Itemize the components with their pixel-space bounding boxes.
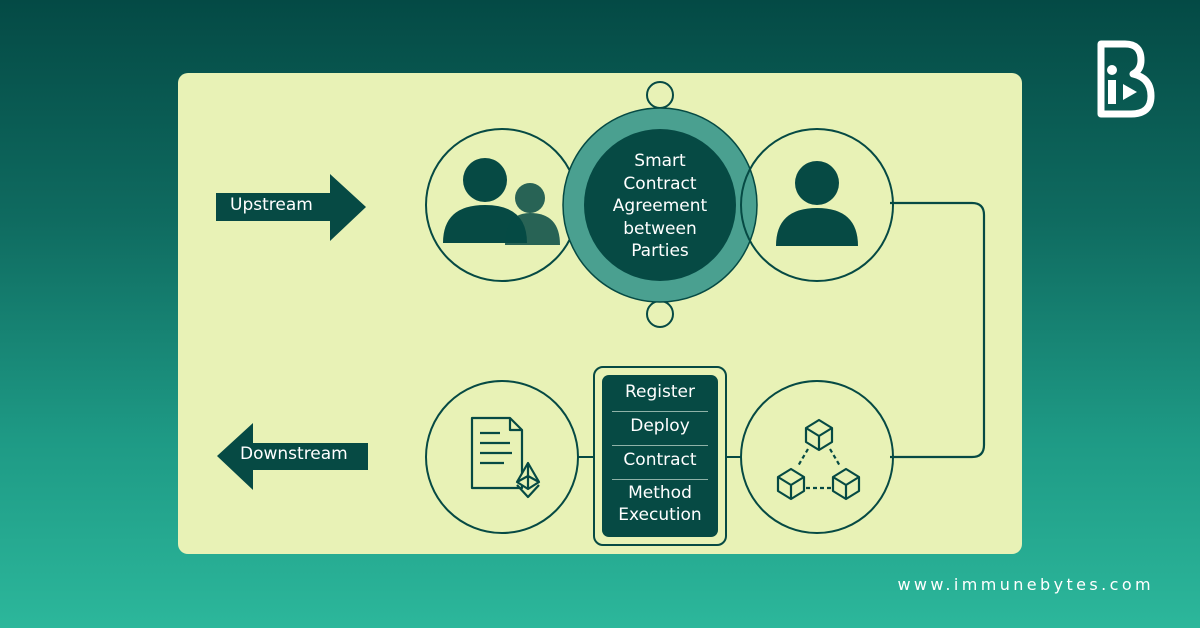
steps-box-border <box>593 366 727 546</box>
contract-line: Contract <box>623 173 697 194</box>
steps-box: Register Deploy Contract Method Executio… <box>602 375 718 537</box>
immunebytes-logo <box>1097 40 1155 118</box>
step-execution: Execution <box>618 505 702 525</box>
downstream-label: Downstream <box>240 444 348 464</box>
step-method: Method <box>628 483 692 503</box>
bottom-small-circle <box>646 300 674 328</box>
ethereum-document-icon <box>470 416 541 499</box>
contract-agreement-text: Smart Contract Agreement between Parties <box>590 150 730 263</box>
blockchain-circle <box>740 380 894 534</box>
website-url: www.immunebytes.com <box>897 575 1154 594</box>
contract-line: Parties <box>631 241 689 261</box>
step-divider <box>612 445 708 446</box>
top-small-circle <box>646 81 674 109</box>
step-divider <box>612 411 708 412</box>
upstream-arrow <box>216 174 366 241</box>
step-divider <box>612 479 708 480</box>
step-register: Register <box>625 382 695 402</box>
user-circle <box>740 128 894 282</box>
connector-line <box>890 201 986 459</box>
contract-line: between <box>623 218 697 239</box>
blockchain-network-icon <box>776 418 861 501</box>
document-circle <box>425 380 579 534</box>
contract-inner-circle <box>584 129 736 281</box>
user-icon <box>776 161 858 246</box>
step-contract: Contract <box>623 450 697 470</box>
step-deploy: Deploy <box>630 416 690 436</box>
group-circle <box>425 128 579 282</box>
upstream-label: Upstream <box>230 195 313 215</box>
users-group-icon <box>443 158 560 245</box>
downstream-arrow <box>217 423 368 490</box>
contract-line: Agreement <box>612 196 708 216</box>
contract-line: Smart <box>634 151 686 171</box>
